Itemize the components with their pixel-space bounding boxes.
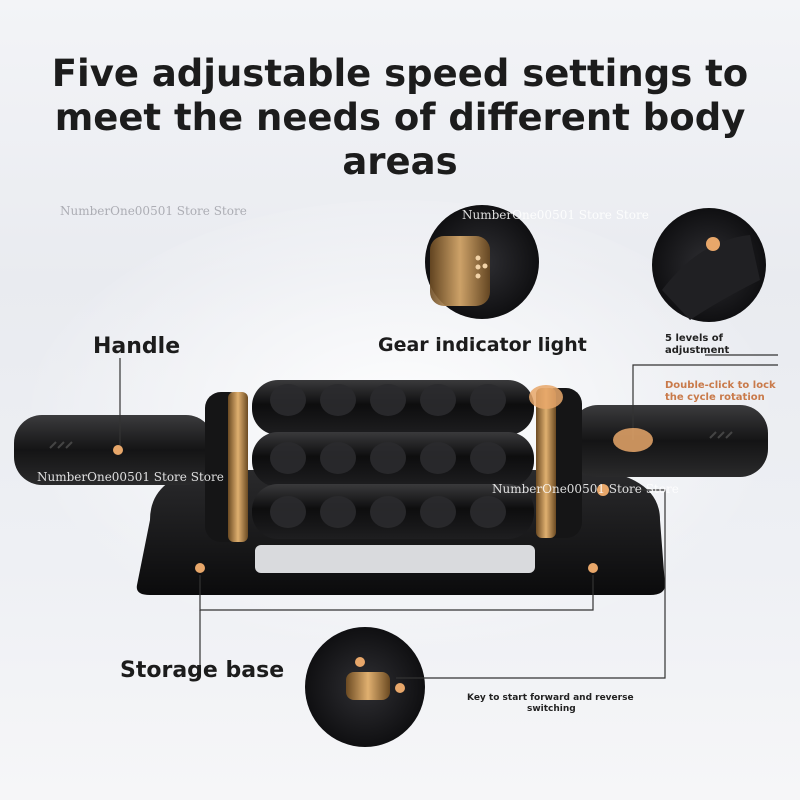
watermark: NumberOne00501 Store Store xyxy=(462,208,649,222)
double-click-label-line2: the cycle rotation xyxy=(665,392,765,403)
levels-label-line1: 5 levels of xyxy=(665,333,724,344)
levels-label-line2: adjustment xyxy=(665,345,730,356)
headline: Five adjustable speed settings to meet t… xyxy=(51,52,749,183)
key-label-line1: Key to start forward and reverse xyxy=(467,693,634,703)
handle-label: Handle xyxy=(93,334,181,359)
gear-indicator-label: Gear indicator light xyxy=(378,334,587,356)
watermark: NumberOne00501 Store Store xyxy=(492,482,679,496)
double-click-label-line1: Double-click to lock xyxy=(665,380,776,391)
watermark: NumberOne00501 Store Store xyxy=(37,470,224,484)
key-label-line2: switching xyxy=(527,704,576,714)
storage-base-label: Storage base xyxy=(120,658,285,683)
watermark: NumberOne00501 Store Store xyxy=(60,204,247,218)
